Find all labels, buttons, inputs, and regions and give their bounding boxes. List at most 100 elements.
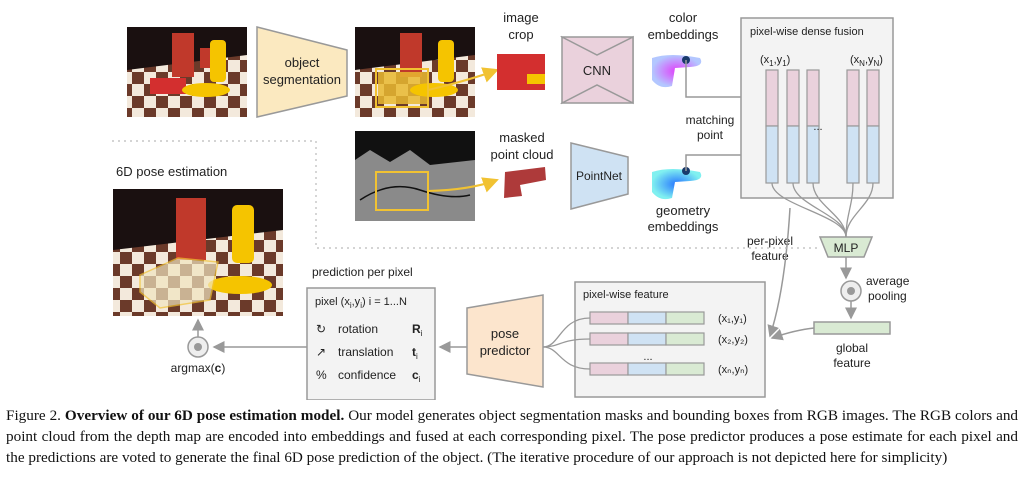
argmax-node: argmax(c) (171, 336, 226, 375)
fusion-geometry-segment (806, 125, 820, 184)
feature-geometry-segment (627, 311, 667, 325)
geometry-embeddings: geometry embeddings (648, 167, 719, 234)
translation-icon: ↗ (316, 345, 326, 359)
fusion-color-segment (866, 69, 880, 127)
rgb-input-image (127, 27, 247, 117)
svg-text:pixel (xi,yi) i = 1...N: pixel (xi,yi) i = 1...N (315, 296, 407, 310)
per-pixel-feature-arrow (767, 207, 791, 338)
image-crop: image crop (497, 10, 545, 90)
svg-text:CNN: CNN (583, 63, 611, 78)
feature-row-label: (x₁,y₁) (718, 313, 747, 325)
feature-global-segment (665, 362, 705, 376)
fusion-to-mlp-connectors (771, 182, 874, 238)
feature-global-segment (665, 332, 705, 346)
fusion-geometry-segment (765, 125, 779, 184)
svg-text:segmentation: segmentation (263, 72, 341, 87)
feature-color-segment (589, 362, 629, 376)
svg-text:...: ... (643, 351, 652, 363)
svg-text:pixel-wise dense fusion: pixel-wise dense fusion (750, 26, 864, 38)
fusion-color-segment (806, 69, 820, 127)
fusion-geometry-segment (866, 125, 880, 184)
cnn-block: CNN (560, 35, 634, 105)
svg-text:...: ... (813, 121, 822, 133)
mlp-block: MLP (818, 236, 874, 258)
pixel-wise-dense-fusion-panel: pixel-wise dense fusion (x1,y1) (xN,yN) … (740, 17, 894, 199)
svg-text:pooling: pooling (868, 289, 907, 303)
caption-title: Overview of our 6D pose estimation model… (64, 407, 345, 424)
svg-text:embeddings: embeddings (648, 27, 719, 42)
svg-text:point: point (697, 128, 724, 142)
svg-text:PointNet: PointNet (576, 169, 623, 183)
prediction-confidence-label: confidence (338, 368, 396, 382)
feature-color-segment (589, 332, 629, 346)
prediction-rotation-label: rotation (338, 322, 378, 336)
fusion-geometry-segment (786, 125, 800, 184)
prediction-translation-label: translation (338, 345, 393, 359)
svg-text:feature: feature (751, 249, 789, 263)
prediction-translation-symbol: ti (412, 345, 418, 361)
fusion-color-segment (786, 69, 800, 127)
svg-text:(x1,y1): (x1,y1) (760, 54, 790, 68)
features-to-predictor-connectors (542, 317, 591, 370)
geometry-to-fusion-arrow (685, 149, 764, 171)
per-pixel-feature-label: per-pixel (747, 234, 793, 248)
fusion-connector (812, 182, 847, 238)
color-embeddings: color embeddings (648, 10, 719, 88)
svg-text:embeddings: embeddings (648, 219, 719, 234)
feature-row-label: (x₂,y₂) (718, 334, 748, 346)
pose-estimation-title: 6D pose estimation (116, 164, 227, 179)
section-divider (112, 140, 820, 249)
fusion-geometry-segment (846, 125, 860, 184)
svg-text:pixel-wise feature: pixel-wise feature (583, 289, 669, 301)
feature-global-segment (665, 311, 705, 325)
svg-text:global: global (836, 341, 868, 355)
caption-label: Figure 2. (6, 407, 61, 424)
feature-geometry-segment (627, 332, 667, 346)
svg-text:average: average (866, 274, 910, 288)
fusion-color-segment (765, 69, 779, 127)
rotation-icon: ↻ (316, 322, 326, 336)
svg-text:geometry: geometry (656, 203, 711, 218)
prediction-confidence-symbol: ci (412, 368, 421, 384)
global-feature: global feature (813, 321, 891, 370)
matching-point-label: matching (686, 113, 735, 127)
caption-text: Our model generates object segmentation … (6, 407, 1019, 466)
point-cloud-arrow (427, 177, 499, 193)
svg-text:pose: pose (491, 326, 519, 341)
prediction-panel: pixel (xi,yi) i = 1...N ↻ rotation Ri ↗ tran… (306, 287, 436, 400)
fusion-connector (845, 182, 874, 238)
feature-color-segment (589, 311, 629, 325)
prediction-rotation-symbol: Ri (412, 322, 423, 338)
feature-row-label: (xₙ,yₙ) (718, 364, 748, 376)
svg-text:object: object (285, 55, 320, 70)
svg-text:point cloud: point cloud (491, 147, 554, 162)
crop-arrow (427, 67, 499, 91)
pose-predictor-block: pose predictor (466, 294, 544, 388)
svg-text:argmax(c): argmax(c) (171, 361, 226, 375)
svg-text:feature: feature (833, 356, 871, 370)
svg-text:color: color (669, 10, 698, 25)
average-pooling-node: average pooling (840, 274, 910, 303)
object-segmentation-block: object segmentation (256, 26, 348, 118)
segmented-image (355, 27, 475, 117)
color-to-fusion-arrow (685, 60, 764, 103)
svg-text:image: image (503, 10, 538, 25)
svg-text:MLP: MLP (834, 241, 859, 255)
pose-estimation-image (113, 189, 283, 316)
confidence-icon: % (316, 368, 327, 382)
global-feature-arrow (770, 327, 815, 341)
svg-text:masked: masked (499, 130, 545, 145)
svg-text:predictor: predictor (480, 343, 531, 358)
feature-geometry-segment (627, 362, 667, 376)
prediction-title: prediction per pixel (312, 265, 413, 279)
figure-caption: Figure 2. Overview of our 6D pose estima… (6, 405, 1018, 468)
fusion-color-segment (846, 69, 860, 127)
fusion-connector (771, 182, 847, 238)
depth-image (355, 131, 475, 221)
feature-connector (542, 346, 591, 370)
pixel-wise-feature-panel: pixel-wise feature (x₁,y₁) (x₂,y₂) (xₙ,yₙ)… (574, 281, 766, 398)
pointnet-block: PointNet (570, 142, 629, 210)
diagram: object segmentation image crop masked po… (112, 10, 910, 400)
masked-point-cloud: masked point cloud (491, 130, 554, 198)
svg-text:crop: crop (508, 27, 533, 42)
